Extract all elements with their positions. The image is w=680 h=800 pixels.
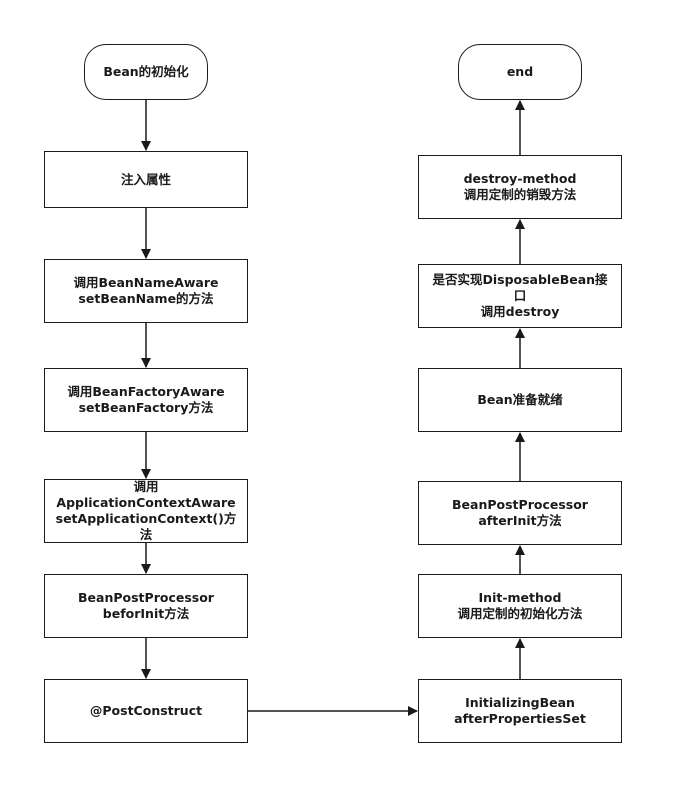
bean-name-aware-node: 调用BeanNameAware setBeanName的方法	[44, 259, 248, 323]
bean-ready-node: Bean准备就绪	[418, 368, 622, 432]
application-context-aware-node: 调用 ApplicationContextAware setApplicatio…	[44, 479, 248, 543]
initializing-bean-line-1: InitializingBean	[465, 695, 575, 710]
bean-factory-aware-line-1: 调用BeanFactoryAware	[67, 384, 225, 399]
destroy-method-line-1: destroy-method	[463, 171, 577, 186]
application-context-aware-line-2: ApplicationContextAware	[56, 495, 236, 510]
bean-factory-aware-node: 调用BeanFactoryAware setBeanFactory方法	[44, 368, 248, 432]
end-node-label: end	[506, 64, 534, 79]
inject-properties-node: 注入属性	[44, 151, 248, 208]
init-method-node: Init-method 调用定制的初始化方法	[418, 574, 622, 638]
after-init-node: BeanPostProcessor afterInit方法	[418, 481, 622, 545]
start-node-label: Bean的初始化	[103, 64, 189, 79]
post-construct-label: @PostConstruct	[89, 703, 203, 718]
inject-properties-label: 注入属性	[120, 171, 171, 187]
disposable-bean-line-2: 口	[513, 288, 527, 303]
bean-factory-aware-line-2: setBeanFactory方法	[78, 400, 214, 415]
before-init-line-2: beforInit方法	[102, 606, 190, 621]
bean-ready-label: Bean准备就绪	[477, 392, 563, 407]
disposable-bean-line-1: 是否实现DisposableBean接	[432, 272, 608, 287]
before-init-node: BeanPostProcessor beforInit方法	[44, 574, 248, 638]
post-construct-node: @PostConstruct	[44, 679, 248, 743]
start-node-bean-init: Bean的初始化	[84, 44, 208, 100]
bean-name-aware-line-1: 调用BeanNameAware	[73, 275, 219, 290]
before-init-line-1: BeanPostProcessor	[78, 590, 214, 605]
init-method-line-1: Init-method	[478, 590, 562, 605]
end-node: end	[458, 44, 582, 100]
application-context-aware-line-3: setApplicationContext()方法	[55, 511, 237, 542]
disposable-bean-node: 是否实现DisposableBean接 口 调用destroy	[418, 264, 622, 328]
destroy-method-node: destroy-method 调用定制的销毁方法	[418, 155, 622, 219]
disposable-bean-line-3: 调用destroy	[480, 304, 560, 319]
after-init-line-1: BeanPostProcessor	[452, 497, 588, 512]
initializing-bean-node: InitializingBean afterPropertiesSet	[418, 679, 622, 743]
initializing-bean-line-2: afterPropertiesSet	[454, 711, 586, 726]
after-init-line-2: afterInit方法	[478, 513, 562, 528]
bean-name-aware-line-2: setBeanName的方法	[78, 291, 214, 306]
application-context-aware-line-1: 调用	[133, 479, 159, 494]
init-method-line-2: 调用定制的初始化方法	[457, 606, 583, 621]
destroy-method-line-2: 调用定制的销毁方法	[463, 187, 577, 202]
